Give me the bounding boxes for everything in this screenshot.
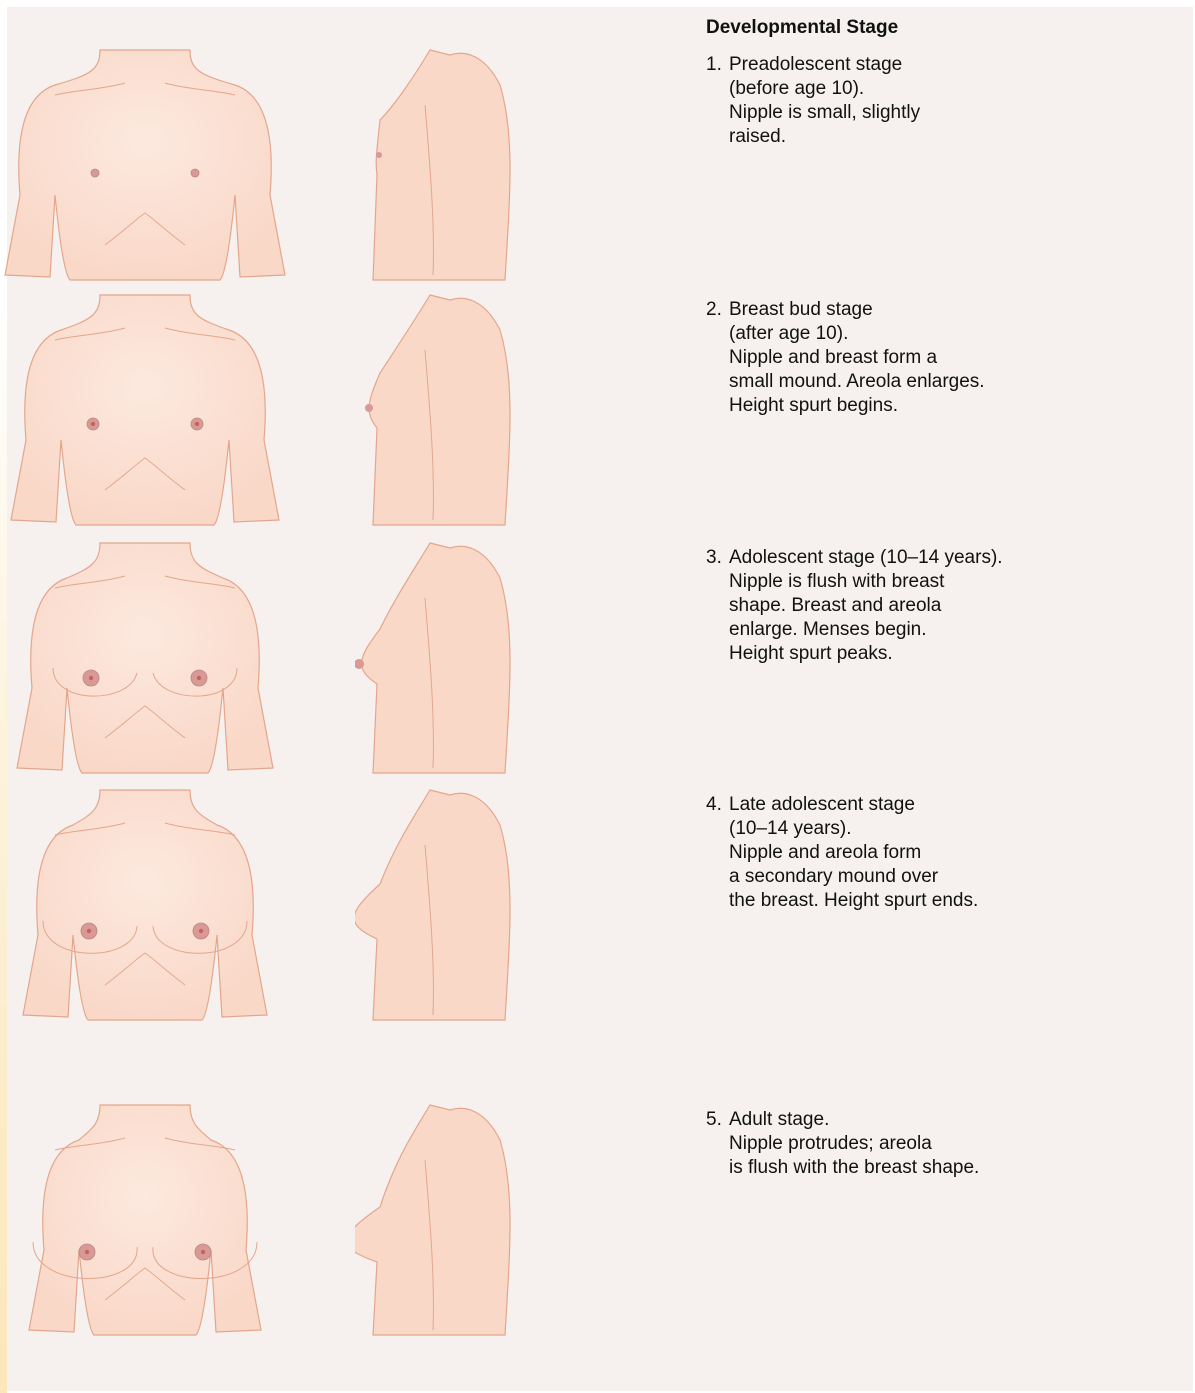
description-line: 5.Adult stage. [706, 1108, 979, 1132]
description-line: Nipple and areola form [706, 841, 978, 865]
stage-description: 1.Preadolescent stage(before age 10).Nip… [706, 53, 920, 149]
stage-number: 3. [706, 546, 729, 570]
nipple-right [201, 1250, 205, 1254]
description-line: Height spurt begins. [706, 394, 985, 418]
side-outline [369, 295, 510, 525]
description-line: 3.Adolescent stage (10–14 years). [706, 546, 1003, 570]
description-text: (10–14 years). [729, 818, 852, 839]
stage-number: 2. [706, 298, 729, 322]
description-text: is flush with the breast shape. [729, 1157, 979, 1178]
torso-outline [29, 1105, 261, 1335]
description-line: (10–14 years). [706, 817, 978, 841]
areola-left [91, 169, 99, 177]
description-line: shape. Breast and areola [706, 594, 1003, 618]
nipple-left [87, 929, 91, 933]
description-text: a secondary mound over [729, 866, 938, 887]
description-line: (before age 10). [706, 77, 920, 101]
torso-outline [23, 790, 267, 1020]
side-outline [355, 1105, 510, 1335]
stage-number: 4. [706, 793, 729, 817]
description-text: Preadolescent stage [729, 54, 902, 75]
description-line: the breast. Height spurt ends. [706, 889, 978, 913]
description-text: Height spurt peaks. [729, 643, 893, 664]
description-line: Nipple and breast form a [706, 346, 985, 370]
nipple-left [91, 422, 95, 426]
stage-number: 5. [706, 1108, 729, 1132]
description-line: 1.Preadolescent stage [706, 53, 920, 77]
description-line: enlarge. Menses begin. [706, 618, 1003, 642]
nipple-right [195, 422, 199, 426]
nipple-left [89, 676, 93, 680]
side-view-torso [355, 538, 545, 788]
description-text: Nipple is small, slightly [729, 102, 920, 123]
description-text: shape. Breast and areola [729, 595, 941, 616]
side-areola [376, 152, 382, 158]
torso-outline [17, 543, 273, 773]
front-view-torso [0, 1100, 310, 1350]
torso-outline [5, 50, 285, 280]
stage-row: 3.Adolescent stage (10–14 years).Nipple … [0, 538, 1195, 778]
areola-right [191, 169, 199, 177]
description-text: Nipple protrudes; areola [729, 1133, 932, 1154]
side-view-torso [355, 45, 545, 295]
description-line: 2.Breast bud stage [706, 298, 985, 322]
description-text: Nipple and areola form [729, 842, 921, 863]
description-line: Nipple is flush with breast [706, 570, 1003, 594]
stage-description: 4.Late adolescent stage(10–14 years).Nip… [706, 793, 978, 913]
side-areola [365, 404, 373, 412]
description-text: Adult stage. [729, 1109, 829, 1130]
nipple-left [85, 1250, 89, 1254]
description-text: Breast bud stage [729, 299, 873, 320]
description-text: (after age 10). [729, 323, 848, 344]
side-view-torso [355, 785, 545, 1035]
description-text: enlarge. Menses begin. [729, 619, 927, 640]
side-view-torso [355, 290, 545, 540]
front-view-torso [0, 785, 310, 1035]
description-text: small mound. Areola enlarges. [729, 371, 985, 392]
nipple-right [199, 929, 203, 933]
torso-outline [11, 295, 279, 525]
description-line: small mound. Areola enlarges. [706, 370, 985, 394]
description-text: (before age 10). [729, 78, 864, 99]
description-text: raised. [729, 126, 786, 147]
description-line: Height spurt peaks. [706, 642, 1003, 666]
stage-description: 5.Adult stage.Nipple protrudes; areolais… [706, 1108, 979, 1180]
description-text: Late adolescent stage [729, 794, 915, 815]
description-line: 4.Late adolescent stage [706, 793, 978, 817]
description-text: Adolescent stage (10–14 years). [729, 547, 1003, 568]
front-view-torso [0, 45, 310, 295]
side-outline [355, 790, 510, 1020]
stage-number: 1. [706, 53, 729, 77]
side-outline [362, 543, 510, 773]
column-heading: Developmental Stage [706, 17, 898, 39]
stage-row: 1.Preadolescent stage(before age 10).Nip… [0, 45, 1195, 285]
description-text: Nipple is flush with breast [729, 571, 944, 592]
side-outline [373, 50, 510, 280]
front-view-torso [0, 290, 310, 540]
description-line: raised. [706, 125, 920, 149]
stage-row: 5.Adult stage.Nipple protrudes; areolais… [0, 1100, 1195, 1340]
stage-description: 3.Adolescent stage (10–14 years).Nipple … [706, 546, 1003, 666]
description-text: the breast. Height spurt ends. [729, 890, 978, 911]
description-line: Nipple protrudes; areola [706, 1132, 979, 1156]
nipple-right [197, 676, 201, 680]
front-view-torso [0, 538, 310, 788]
description-line: a secondary mound over [706, 865, 978, 889]
stage-row: 2.Breast bud stage(after age 10).Nipple … [0, 290, 1195, 530]
stage-row: 4.Late adolescent stage(10–14 years).Nip… [0, 785, 1195, 1025]
description-text: Height spurt begins. [729, 395, 898, 416]
description-line: (after age 10). [706, 322, 985, 346]
description-line: Nipple is small, slightly [706, 101, 920, 125]
description-text: Nipple and breast form a [729, 347, 937, 368]
side-view-torso [355, 1100, 545, 1350]
stage-description: 2.Breast bud stage(after age 10).Nipple … [706, 298, 985, 418]
description-line: is flush with the breast shape. [706, 1156, 979, 1180]
